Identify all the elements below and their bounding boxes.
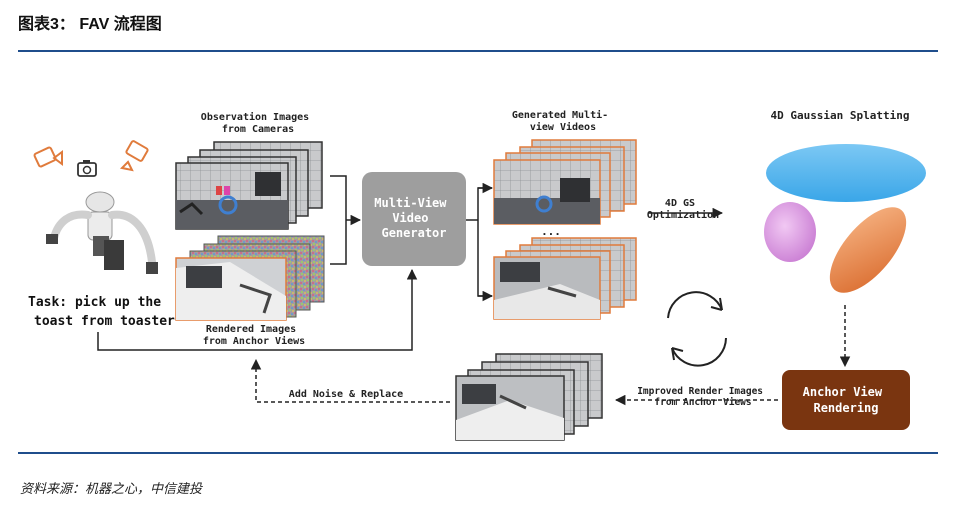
gs-line-2: Optimization [647, 209, 719, 221]
observation-line-2: from Cameras [222, 124, 294, 135]
generated-videos-bottom-stack [493, 237, 637, 320]
observation-label: Observation Images from Cameras [201, 111, 315, 135]
generator-line-2: Video [392, 211, 428, 225]
ellipsis-label: ... [541, 225, 561, 238]
improved-line-2: from Anchor Views [654, 397, 751, 408]
output-bracket [477, 187, 492, 297]
rendered-label: Rendered Images from Anchor Views [203, 324, 305, 347]
multi-view-video-generator-box: Multi-View Video Generator [362, 172, 466, 266]
source-note: 资料来源：机器之心，中信建投 [20, 481, 203, 496]
improved-render-images-stack [455, 353, 603, 441]
top-divider [18, 50, 938, 52]
task-line-1: Task: pick up the [28, 295, 161, 310]
rendered-line-1: Rendered Images [206, 324, 296, 335]
task-line-2: toast from toaster [34, 314, 175, 329]
improved-line-1: Improved Render Images [637, 386, 763, 397]
generated-line-2: view Videos [530, 121, 596, 133]
observation-line-1: Observation Images [201, 111, 309, 123]
gs-line-1: 4D GS [665, 198, 695, 209]
bottom-divider [18, 452, 938, 454]
refresh-cycle-icon [667, 291, 727, 367]
add-noise-replace-label: Add Noise & Replace [289, 388, 403, 400]
generated-line-1: Generated Multi- [512, 109, 608, 121]
camera-icon-right [119, 140, 149, 172]
figure-title: 图表3： FAV 流程图 [18, 16, 162, 33]
camera-icon-left [33, 146, 63, 168]
svg-text:Anchor View Rendering: Anchor View Rendering [803, 385, 890, 415]
anchor-view-rendering-box: Anchor View Rendering [782, 370, 910, 430]
arrow-add-noise-replace [250, 358, 450, 403]
input-bracket [330, 175, 347, 265]
gaussian-blue-ellipse [766, 144, 926, 202]
generator-line-3: Generator [381, 226, 446, 240]
robot-illustration [46, 191, 158, 274]
task-label: Task: pick up the toast from toaster [28, 295, 175, 329]
gaussian-orange-ellipse [829, 207, 907, 293]
gaussian-pink-ellipse [764, 202, 816, 262]
observation-images-stack [175, 141, 323, 230]
generated-videos-top-stack [493, 139, 637, 225]
generated-label: Generated Multi- view Videos [512, 109, 614, 133]
arrow-task-to-generator [97, 268, 418, 351]
rendered-images-stack [175, 235, 325, 321]
svg-text:Multi-View Video G: Multi-View Video Generator [374, 196, 453, 240]
improved-render-label: Improved Render Images from Anchor Views [637, 386, 769, 408]
gs-optimization-label: 4D GS Optimization [647, 198, 719, 221]
camera-icon-center [77, 160, 97, 177]
rendered-line-2: from Anchor Views [203, 335, 305, 347]
anchor-render-line-2: Rendering [813, 401, 878, 415]
generator-line-1: Multi-View [374, 196, 447, 210]
gaussian-splatting-title: 4D Gaussian Splatting [770, 109, 909, 122]
anchor-render-line-1: Anchor View [803, 385, 883, 399]
